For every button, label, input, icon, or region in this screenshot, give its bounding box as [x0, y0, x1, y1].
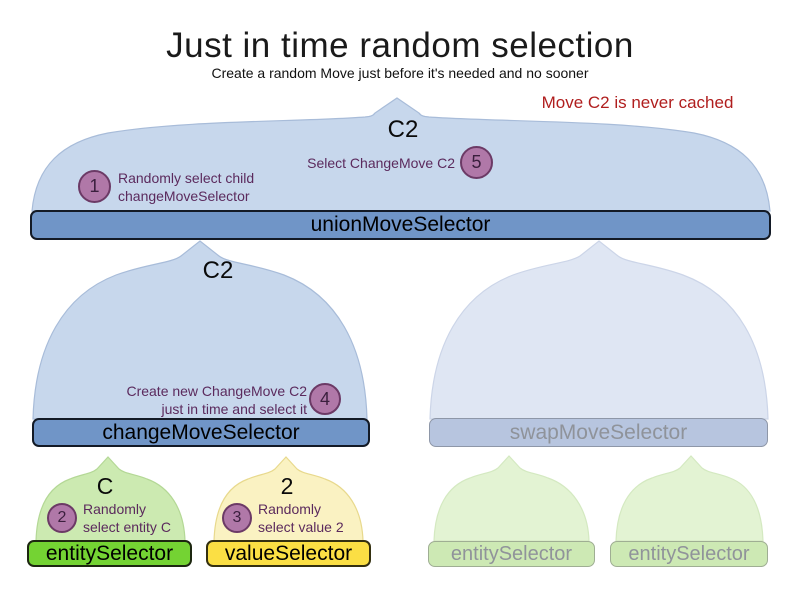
value-output-label: 2: [280, 473, 294, 499]
step-3-text: Randomly select value 2: [258, 500, 344, 536]
entity-faded-funnel-2-shape: [615, 455, 764, 542]
change-output-move-label: C2: [202, 257, 234, 284]
page-title: Just in time random selection: [166, 26, 634, 65]
swap-funnel-shape: [429, 240, 769, 420]
union-funnel-shape: [31, 97, 771, 212]
union-output-move-label: C2: [387, 116, 419, 143]
union-move-selector-label: unionMoveSelector: [310, 213, 491, 236]
step-4-text: Create new ChangeMove C2 just in time an…: [120, 382, 307, 418]
step-2-text: Randomly select entity C: [83, 500, 171, 536]
swap-move-selector-bar: swapMoveSelector: [429, 418, 768, 447]
change-move-selector-bar: changeMoveSelector: [32, 418, 370, 447]
entity-output-label: C: [96, 473, 114, 499]
step-5-text: Select ChangeMove C2: [270, 154, 455, 172]
union-move-selector-bar: unionMoveSelector: [30, 210, 771, 240]
step-1-line-2: changeMoveSelector: [118, 188, 250, 204]
step-2-badge: 2: [47, 503, 77, 533]
step-4-line-1: Create new ChangeMove C2: [126, 383, 307, 399]
swap-move-selector-label: swapMoveSelector: [509, 420, 688, 444]
step-2-line-1: Randomly: [83, 501, 147, 517]
entity-faded-funnel-1-shape: [433, 455, 590, 542]
entity-selector-label: entitySelector: [45, 541, 174, 565]
value-selector-label: valueSelector: [224, 541, 353, 565]
entity-selector-faded-label-1: entitySelector: [450, 542, 573, 565]
page-subtitle: Create a random Move just before it's ne…: [211, 65, 589, 81]
step-4-line-2: just in time and select it: [161, 401, 307, 417]
entity-selector-faded-label-2: entitySelector: [628, 542, 750, 565]
step-1-text: Randomly select child changeMoveSelector: [118, 169, 254, 205]
step-4-badge: 4: [309, 383, 341, 415]
step-3-line-1: Randomly: [258, 501, 322, 517]
step-3-line-2: select value 2: [258, 519, 344, 535]
entity-selector-faded-bar-2: entitySelector: [610, 541, 768, 567]
step-5-line-1: Select ChangeMove C2: [307, 155, 455, 171]
change-funnel-shape: [32, 240, 368, 420]
step-3-badge: 3: [222, 503, 252, 533]
cache-note: Move C2 is never cached: [541, 93, 734, 112]
step-1-line-1: Randomly select child: [118, 170, 255, 186]
step-2-line-2: select entity C: [83, 519, 171, 535]
step-1-badge: 1: [78, 170, 111, 203]
step-5-badge: 5: [460, 146, 493, 179]
entity-selector-faded-bar-1: entitySelector: [428, 541, 595, 567]
entity-selector-bar: entitySelector: [27, 540, 192, 567]
value-selector-bar: valueSelector: [206, 540, 371, 567]
change-move-selector-label: changeMoveSelector: [102, 420, 300, 444]
